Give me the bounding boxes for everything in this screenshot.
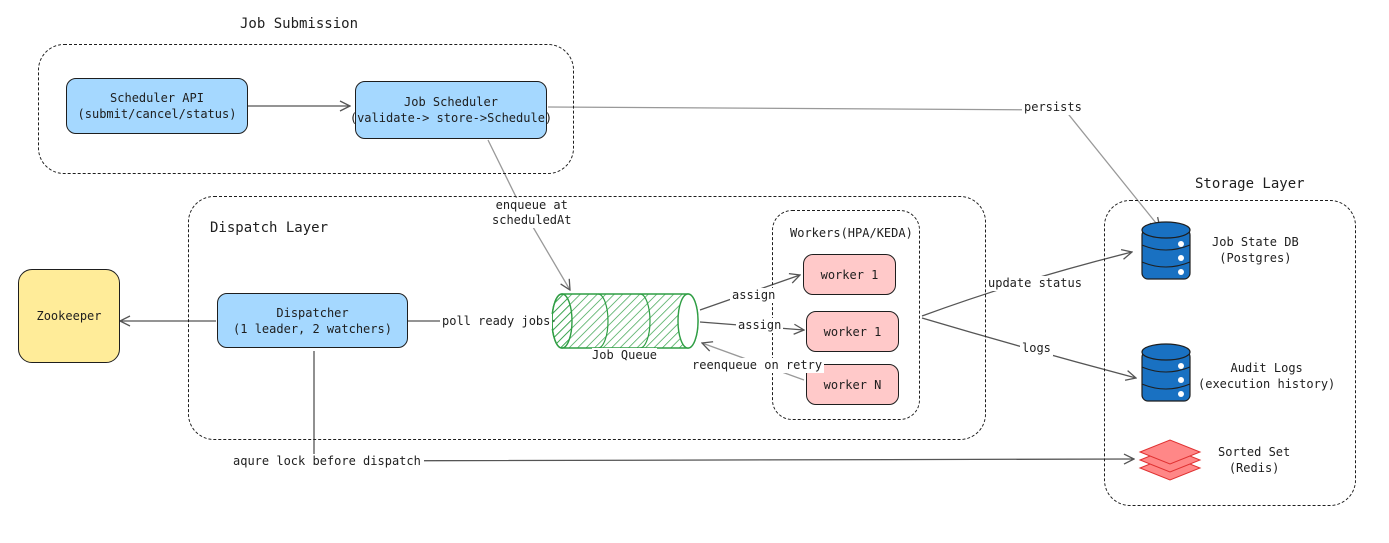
job-submission-title: Job Submission (240, 16, 359, 32)
job-queue-icon (551, 293, 699, 349)
job-scheduler-subtitle: (validate-> store->Schedule) (349, 111, 553, 125)
worker-n-label: worker N (823, 377, 882, 392)
zookeeper-node[interactable]: Zookeeper (18, 269, 120, 363)
job-state-db-subtitle: (Postgres) (1219, 251, 1292, 265)
job-queue-label: Job Queue (592, 348, 658, 363)
edge-label-lock: aqure lock before dispatch (230, 454, 424, 469)
storage-layer-group (1104, 200, 1356, 506)
zookeeper-label: Zookeeper (36, 309, 102, 323)
edge-label-logs: logs (1020, 341, 1053, 356)
dispatcher-title: Dispatcher (276, 305, 349, 320)
edge-label-assign-2: assign (736, 318, 784, 333)
job-state-db-icon (1141, 221, 1191, 280)
job-state-db-label: Job State DB (Postgres) (1212, 234, 1299, 266)
edge-label-persists: persists (1022, 100, 1084, 115)
scheduler-api-subtitle: (submit/cancel/status) (77, 107, 237, 121)
edge-label-enqueue-line1: enqueue at (495, 198, 568, 212)
workers-group (772, 210, 920, 420)
sorted-set-title: Sorted Set (1218, 445, 1291, 459)
dispatcher-subtitle: (1 leader, 2 watchers) (233, 321, 392, 336)
worker-1b-node[interactable]: worker 1 (806, 311, 899, 352)
edge-label-requeue: reenqueue on retry (690, 358, 825, 373)
redis-layers-icon (1138, 439, 1202, 481)
dispatch-layer-group (188, 196, 986, 440)
edge-label-enqueue: enqueue at scheduledAt (490, 198, 574, 228)
worker-1a-node[interactable]: worker 1 (803, 254, 896, 295)
scheduler-api-title: Scheduler API (110, 91, 204, 105)
edge-label-poll: poll ready jobs (440, 314, 553, 329)
edge-label-enqueue-line2: scheduledAt (492, 213, 572, 227)
sorted-set-label: Sorted Set (Redis) (1218, 444, 1290, 476)
audit-logs-db-icon (1141, 343, 1191, 402)
dispatcher-node[interactable]: Dispatcher (1 leader, 2 watchers) (217, 293, 408, 348)
scheduler-api-node[interactable]: Scheduler API (submit/cancel/status) (66, 78, 248, 134)
audit-logs-label: Audit Logs (execution history) (1198, 360, 1335, 392)
job-scheduler-node[interactable]: Job Scheduler (validate-> store->Schedul… (350, 81, 552, 139)
audit-logs-subtitle: (execution history) (1198, 377, 1336, 391)
workers-group-title: Workers(HPA/KEDA) (790, 226, 913, 240)
job-submission-group (38, 44, 574, 174)
audit-logs-title: Audit Logs (1230, 361, 1303, 375)
dispatch-layer-title: Dispatch Layer (210, 220, 329, 236)
job-state-db-title: Job State DB (1212, 235, 1299, 249)
worker-1b-label: worker 1 (823, 324, 882, 339)
job-scheduler-title: Job Scheduler (404, 95, 498, 109)
edge-label-assign-1: assign (730, 288, 778, 303)
storage-layer-title: Storage Layer (1195, 176, 1305, 192)
worker-1a-label: worker 1 (820, 267, 879, 282)
sorted-set-subtitle: (Redis) (1228, 461, 1280, 475)
edge-label-update-status: update status (986, 276, 1084, 291)
